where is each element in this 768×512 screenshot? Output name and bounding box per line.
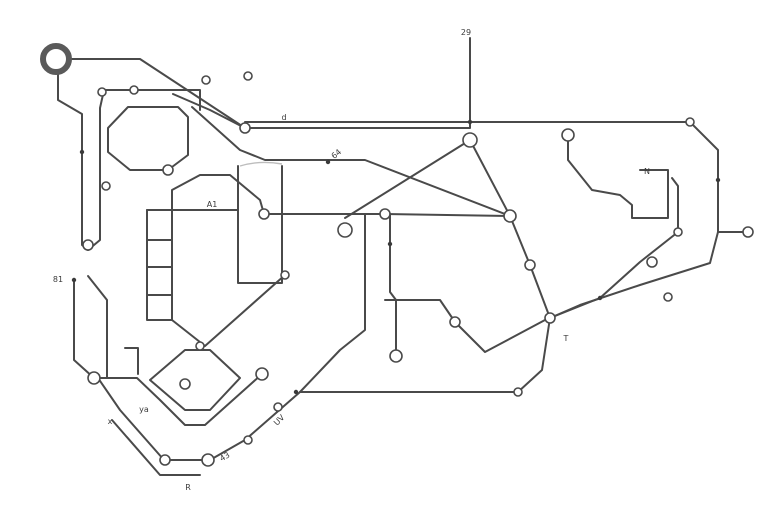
station-node[interactable] — [685, 117, 695, 127]
route-left-grid-top — [146, 174, 265, 215]
route-south-rail — [299, 317, 551, 393]
route-vertical-link — [389, 213, 397, 361]
route-west-loop-outer — [87, 89, 201, 251]
station-node[interactable] — [462, 132, 478, 148]
station-node[interactable] — [544, 312, 556, 324]
station-label-lbl-r: R — [185, 483, 191, 492]
route-inner-hex-s — [149, 349, 241, 411]
station-label-lbl-d: d — [281, 113, 286, 122]
station-label-lbl-x: x — [108, 417, 113, 426]
junction-dot — [467, 119, 473, 125]
station-node[interactable] — [101, 181, 111, 191]
stations — [82, 71, 754, 467]
route-diag-b — [191, 106, 511, 217]
junction-dot — [387, 241, 393, 247]
station-label-lbl-29: 29 — [461, 28, 471, 37]
terminal-station[interactable] — [40, 43, 72, 75]
station-node[interactable] — [742, 226, 754, 238]
station-node[interactable] — [280, 270, 290, 280]
station-label-lbl-81: 81 — [53, 275, 63, 284]
junction-dot — [597, 295, 603, 301]
station-node[interactable] — [379, 208, 391, 220]
station-label-lbl-t: T — [563, 334, 569, 343]
route-top-east — [244, 121, 749, 233]
junction-dot — [71, 277, 77, 283]
route-diag-a — [172, 93, 246, 129]
junction-dot — [325, 159, 331, 165]
station-node[interactable] — [162, 164, 174, 176]
route-hook — [124, 347, 139, 375]
route-centre-box — [237, 165, 283, 284]
station-node[interactable] — [663, 292, 673, 302]
route-centre-spoke — [344, 139, 471, 219]
station-node[interactable] — [273, 402, 283, 412]
station-node[interactable] — [337, 222, 353, 238]
route-sw-route — [73, 279, 263, 426]
route-sw-outer — [97, 377, 301, 461]
station-label-lbl-a1: A1 — [207, 200, 218, 209]
station-label-lbl-ya: ya — [139, 405, 149, 414]
station-node[interactable] — [129, 85, 139, 95]
station-node[interactable] — [513, 387, 523, 397]
station-node[interactable] — [503, 209, 517, 223]
station-node[interactable] — [159, 454, 171, 466]
station-label-lbl-n: N — [644, 167, 650, 176]
station-node[interactable] — [258, 208, 270, 220]
station-node[interactable] — [255, 367, 269, 381]
junction-dot — [293, 389, 299, 395]
station-node[interactable] — [449, 316, 461, 328]
station-node[interactable] — [561, 128, 575, 142]
station-node[interactable] — [201, 75, 211, 85]
station-label-lbl-43: 43 — [218, 450, 231, 463]
junction-dots — [71, 119, 721, 395]
junction-dot — [715, 177, 721, 183]
station-node[interactable] — [195, 341, 205, 351]
station-node[interactable] — [239, 122, 251, 134]
station-node[interactable] — [201, 453, 215, 467]
route-left-diag — [171, 274, 286, 347]
route-sw-outer-2 — [111, 419, 201, 476]
station-node[interactable] — [97, 87, 107, 97]
station-node[interactable] — [243, 435, 253, 445]
station-node[interactable] — [524, 259, 536, 271]
station-node[interactable] — [179, 378, 191, 390]
station-node[interactable] — [82, 239, 94, 251]
route-centre-vert — [299, 214, 366, 393]
station-node[interactable] — [646, 256, 658, 268]
terminal-ring-icon[interactable] — [40, 43, 72, 75]
station-node[interactable] — [673, 227, 683, 237]
route-east-inner — [567, 134, 669, 219]
faint-arc — [239, 161, 283, 167]
route-west-col — [87, 275, 108, 379]
station-node[interactable] — [87, 371, 101, 385]
junction-dot — [79, 149, 85, 155]
route-east-lower — [549, 231, 719, 319]
station-node[interactable] — [243, 71, 253, 81]
station-node[interactable] — [389, 349, 403, 363]
